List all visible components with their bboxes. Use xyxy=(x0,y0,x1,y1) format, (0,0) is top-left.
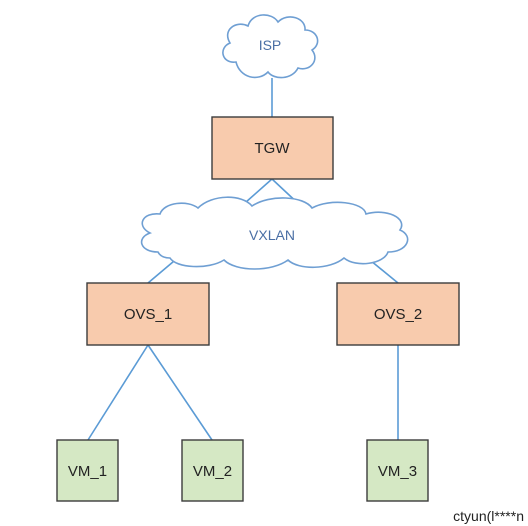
vxlan-cloud-icon xyxy=(140,196,409,270)
ovs-1-box xyxy=(86,282,210,346)
ovs-1-label: OVS_1 xyxy=(124,306,172,323)
vm-2-box xyxy=(181,439,244,502)
vxlan-cloud-label: VXLAN xyxy=(249,227,295,243)
vm-1-box xyxy=(56,439,119,502)
vm-1-label: VM_1 xyxy=(68,463,107,480)
vm-1-node: VM_1 xyxy=(56,439,119,502)
watermark-text: ctyun(l****n xyxy=(453,508,524,524)
vm-2-node: VM_2 xyxy=(181,439,244,502)
vm-3-node: VM_3 xyxy=(366,439,429,502)
tgw-label: TGW xyxy=(255,140,291,157)
ovs-2-box xyxy=(336,282,460,346)
vxlan-cloud: VXLAN xyxy=(140,196,409,270)
vm-3-box xyxy=(366,439,429,502)
vm-3-label: VM_3 xyxy=(378,463,417,480)
vm-2-label: VM_2 xyxy=(193,463,232,480)
ovs-2-label: OVS_2 xyxy=(374,306,422,323)
ovs-2-node: OVS_2 xyxy=(336,282,460,346)
isp-cloud-icon xyxy=(222,14,319,79)
isp-cloud: ISP xyxy=(222,14,319,79)
link-ovs1-vm1 xyxy=(87,344,149,441)
link-ovs1-vm2 xyxy=(147,344,213,441)
isp-cloud-label: ISP xyxy=(259,37,282,53)
tgw-box xyxy=(211,116,334,180)
tgw-node: TGW xyxy=(211,116,334,180)
ovs-1-node: OVS_1 xyxy=(86,282,210,346)
